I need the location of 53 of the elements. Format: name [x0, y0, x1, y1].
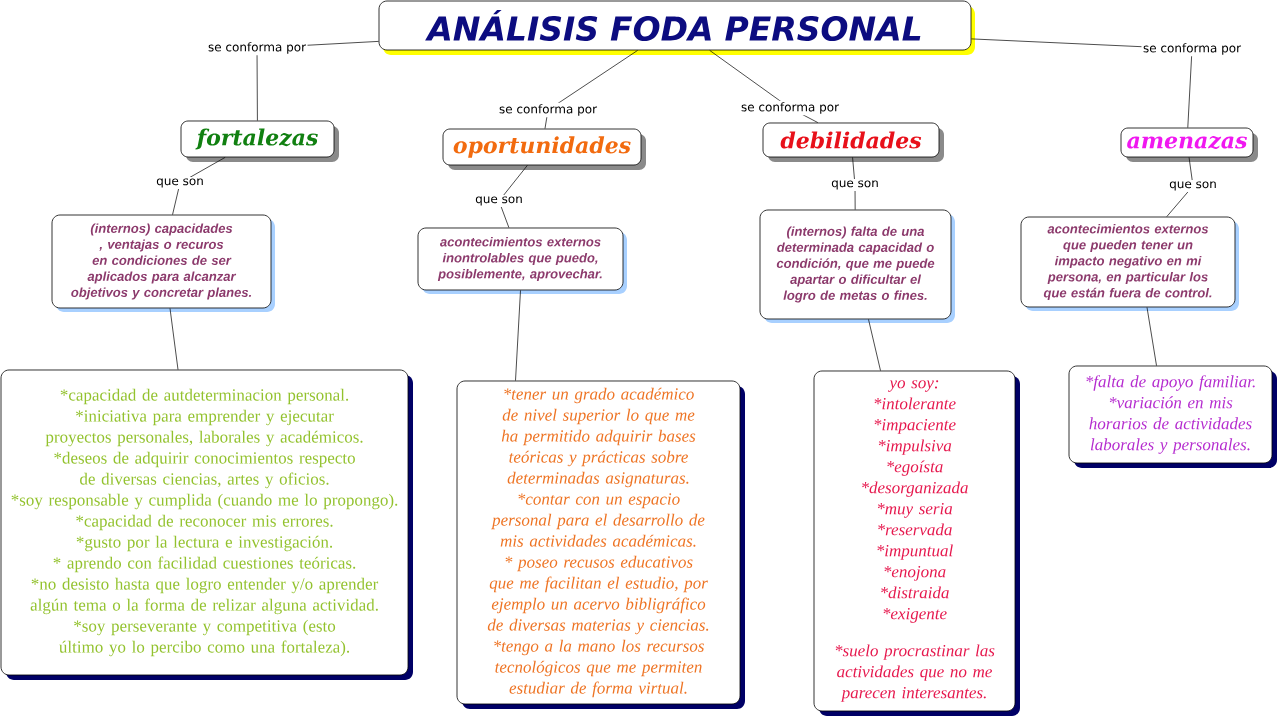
list-item: *tener un grado académico de nivel superior lo que me ha permitido adquirir bases teóricas y prácticas sobre determinadas asignaturas.: [501, 387, 696, 488]
list-box: [456, 380, 745, 709]
list-item: *enojona: [884, 565, 946, 581]
edge-label: se conforma por: [739, 100, 841, 116]
list-item: *distraida: [881, 586, 949, 599]
concept-box: fortalezas: [180, 120, 339, 162]
definition-box: (internos) falta de una determinada capacidad o condición, que me puede apartar o dificultar el logro de metas o fines.: [759, 209, 955, 323]
list-item: *egoísta: [887, 460, 943, 476]
list-item: *tengo a la mano los recursos tecnológicos que me permiten estudiar de forma virtual.: [494, 639, 704, 698]
connector-line: [169, 308, 179, 370]
list-item: * aprendo con facilidad cuestiones teóricas.: [53, 556, 356, 573]
list-item: *soy perseverante y competitiva (esto último yo lo percibo como una fortaleza).: [59, 619, 350, 657]
list-item: *impuntual: [877, 544, 953, 560]
edge-label: se conforma por: [497, 102, 599, 118]
connector-line: [1146, 307, 1157, 366]
list-box: [1068, 365, 1277, 468]
connector-line: [868, 319, 881, 371]
list-item: *suelo procrastinar las actividades que no me parecen interesantes.: [835, 644, 995, 702]
list-item: *variación en mis horarios de actividades laborales y personales.: [1089, 396, 1252, 454]
title-box: ANÁLISIS FODA PERSONAL: [378, 0, 975, 55]
edge-label: se conforma por: [1141, 41, 1243, 57]
list-item: *gusto por la lectura e investigación.: [76, 535, 333, 552]
list-item: *desorganizada: [862, 481, 968, 497]
list-item: *reservada: [878, 523, 952, 536]
list-box: [0, 369, 413, 680]
edge-label: que son: [1167, 179, 1219, 193]
list-item: *impulsiva: [878, 439, 952, 455]
list-item: *intolerante: [874, 397, 956, 410]
list-box: [813, 370, 1020, 716]
concept-box: oportunidades: [442, 128, 646, 170]
edge-label: que son: [829, 178, 881, 192]
list-item: *capacidad de reconocer mis errores.: [76, 514, 333, 531]
list-item: *exigente: [883, 607, 947, 623]
list-item: *impaciente: [874, 418, 956, 434]
list-item: *capacidad de autdeterminacion personal.: [60, 388, 349, 405]
edge-label: que son: [473, 194, 525, 208]
list-item: *deseos de adquirir conocimientos respecto de diversas ciencias, artes y oficios.: [54, 451, 355, 489]
list-item: *falta de apoyo familiar.: [1086, 375, 1255, 391]
list-item: *muy seria: [877, 502, 953, 518]
list-item: *soy responsable y cumplida (cuando me lo propongo).: [11, 493, 398, 510]
list-item: *no desisto hasta que logro entender y/o aprender algún tema o la forma de relizar alguna actividad.: [30, 577, 379, 615]
list-heading: yo soy:: [888, 380, 939, 392]
concept-box: amenazas: [1120, 127, 1258, 162]
definition-box: acontecimientos externos que pueden tener un impacto negativo en mi persona, en particular los que están fuera de control.: [1020, 216, 1239, 311]
list-item: * poseo recusos educativos que me facilitan el estudio, por ejemplo un acervo bibligráfico de diversas materias y ciencias.: [487, 555, 709, 635]
list-item: *contar con un espacio personal para el desarrollo de mis actividades académicas.: [491, 493, 705, 547]
definition-box: (internos) capacidades , ventajas o recuros en condiciones de ser aplicados para alcanzar objetivos y concretar planes.: [51, 214, 275, 312]
connector-line: [515, 290, 521, 381]
edge-label: se conforma por: [206, 40, 308, 56]
concept-box: debilidades: [762, 122, 944, 162]
list-item: *iniciativa para emprender y ejecutar proyectos personales, laborales y académicos.: [45, 409, 363, 447]
definition-box: acontecimientos externos inontrolables que puedo, posiblemente, aprovechar.: [417, 227, 627, 294]
edge-label: que son: [154, 176, 206, 190]
